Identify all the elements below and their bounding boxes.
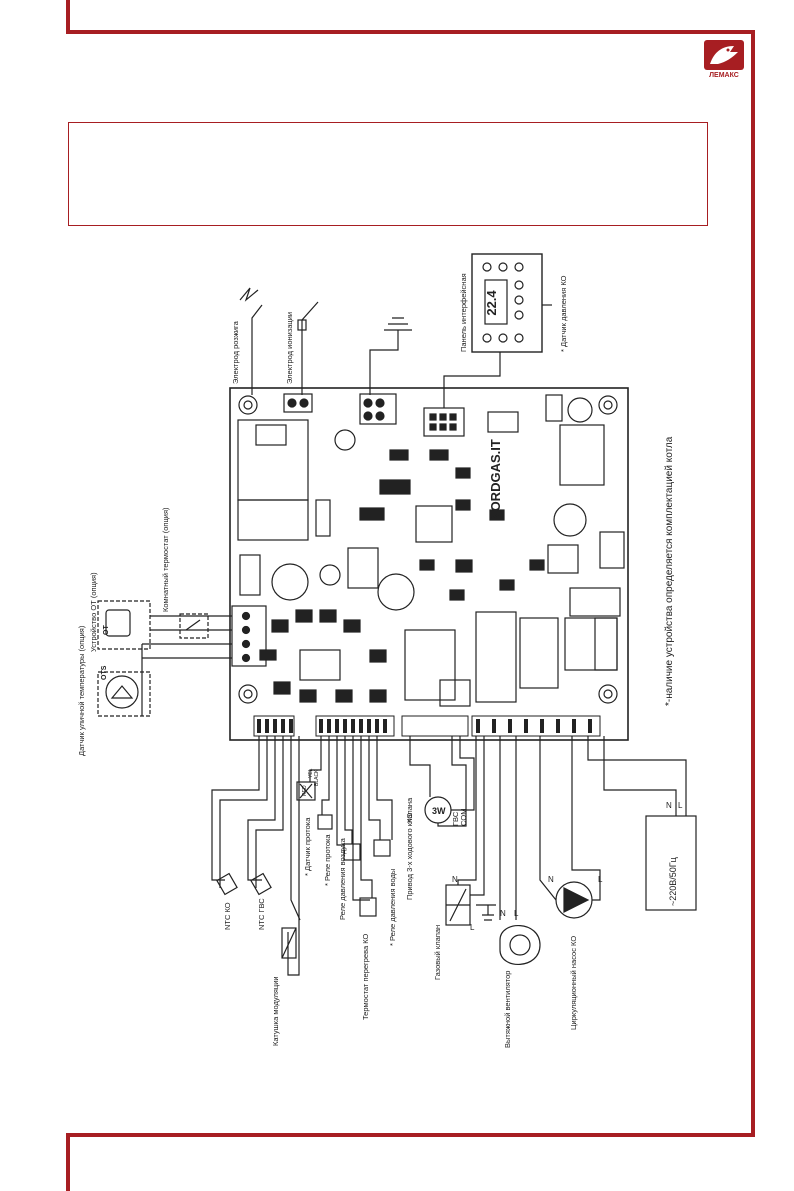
- pump-pin-n: N: [548, 875, 554, 884]
- valve-gvs-label: ГВС: [451, 811, 460, 826]
- frame-right-rule: [751, 30, 755, 1137]
- overheat-thermostat-label: Термостат перегрева КО: [361, 933, 370, 1020]
- circ-pump-label: Циркуляционный насос КО: [569, 936, 578, 1030]
- pump-pin-l: L: [598, 875, 603, 884]
- ignition-electrode-label: Электрод розжига: [231, 320, 240, 384]
- valve-com-label: COM: [459, 809, 468, 827]
- gasvalve-pin-l: L: [470, 923, 475, 932]
- air-pressure-relay-label: Реле давления воздуха: [338, 837, 347, 920]
- equipment-note: *-наличие устройства определяется компле…: [664, 436, 675, 706]
- flow-black-label: BLACK: [314, 769, 320, 786]
- valve-3w-label: 3W: [432, 806, 446, 816]
- interface-panel-label: Панель интерфейсная: [459, 273, 468, 352]
- flow-yel-label: YEL: [308, 768, 314, 778]
- nordgas-label: NORDGAS.IT: [488, 439, 503, 521]
- frame-bottom-rule: [66, 1133, 755, 1137]
- flow-relay-label: * Реле протока: [323, 834, 332, 886]
- fan-pin-l: L: [514, 909, 519, 918]
- frame-left-top-rule: [66, 0, 70, 34]
- room-thermostat-label: Комнатный термостат (опция): [161, 507, 170, 612]
- exhaust-fan-label: Вытяжной вентилятор: [503, 971, 512, 1048]
- ots-badge: OTS: [101, 665, 108, 680]
- gas-valve-label: Газовый клапан: [433, 925, 442, 980]
- ot-badge: ОТ: [103, 625, 110, 635]
- ionization-electrode-label: Электрод ионизации: [285, 312, 294, 384]
- valve-ko-label: КО: [405, 813, 414, 823]
- display-readout: 22.4: [484, 290, 499, 316]
- flow-red-label: RED: [302, 785, 308, 796]
- pressure-sensor-ko-label: * Датчик давления КО: [559, 275, 568, 352]
- water-pressure-relay-label: * Реле давления воды: [388, 869, 397, 946]
- power-supply-label: ~220В/50Гц: [668, 857, 678, 906]
- three-way-drive-label: Привод 3-х ходового клапана: [405, 797, 414, 900]
- frame-top-rule: [66, 30, 755, 34]
- flow-sensor-label: * Датчик протока: [303, 817, 312, 876]
- ntc-gvs-label: NTC ГВС: [257, 898, 266, 930]
- logo-text: ЛЕМАКС: [709, 72, 739, 79]
- power-pin-l: L: [678, 801, 683, 810]
- lemax-logo-icon: [704, 40, 744, 70]
- fan-pin-n: N: [500, 909, 506, 918]
- frame-left-bottom-rule: [66, 1133, 70, 1191]
- title-box: [68, 122, 708, 226]
- outdoor-sensor-label: Датчик уличной температуры (опция): [77, 625, 86, 756]
- ot-device-label: Устройство ОТ (опция): [89, 572, 98, 652]
- modulation-coil-label: Катушка модуляции: [271, 976, 280, 1046]
- gasvalve-pin-n: N: [452, 875, 458, 884]
- power-pin-n: N: [666, 801, 672, 810]
- ntc-ko-label: NTC КО: [223, 902, 232, 930]
